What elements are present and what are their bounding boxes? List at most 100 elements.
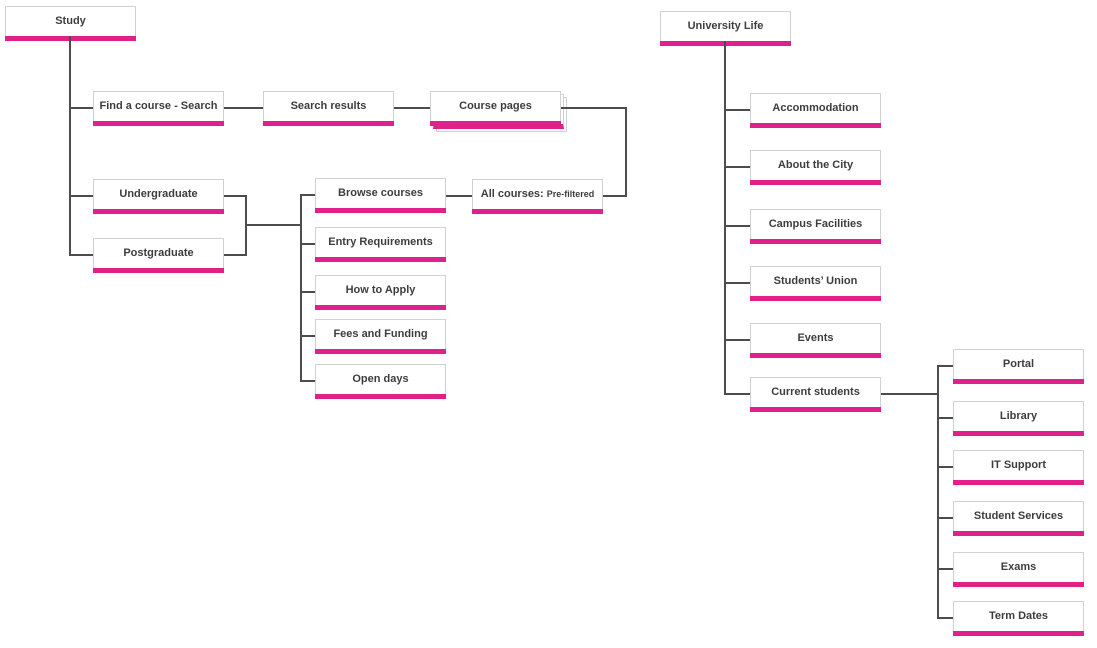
accent-bar <box>750 353 881 358</box>
node-library[interactable]: Library <box>953 401 1084 436</box>
node-about-the-city[interactable]: About the City <box>750 150 881 185</box>
accent-bar <box>750 180 881 185</box>
connector-line <box>394 107 430 109</box>
node-label: All courses: <box>480 188 544 200</box>
node-label: Study <box>55 15 86 27</box>
accent-bar <box>750 123 881 128</box>
connector-line <box>69 195 93 197</box>
node-label: Accommodation <box>772 102 859 114</box>
node-all-courses-prefiltered[interactable]: All courses: Pre-filtered <box>472 179 603 214</box>
node-accommodation[interactable]: Accommodation <box>750 93 881 128</box>
node-undergraduate[interactable]: Undergraduate <box>93 179 224 214</box>
node-label: Fees and Funding <box>333 328 428 340</box>
connector-line <box>724 339 750 341</box>
connector-line <box>937 466 953 468</box>
node-label: Portal <box>1002 358 1035 370</box>
accent-bar <box>430 121 561 126</box>
node-label: Campus Facilities <box>768 218 863 230</box>
node-fees-and-funding[interactable]: Fees and Funding <box>315 319 446 354</box>
node-postgraduate[interactable]: Postgraduate <box>93 238 224 273</box>
node-events[interactable]: Events <box>750 323 881 358</box>
connector-line <box>245 224 301 226</box>
node-label: Find a course - Search <box>99 100 218 112</box>
connector-line <box>937 417 953 419</box>
node-entry-requirements[interactable]: Entry Requirements <box>315 227 446 262</box>
connector-line <box>937 617 953 619</box>
node-find-course-search[interactable]: Find a course - Search <box>93 91 224 126</box>
node-open-days[interactable]: Open days <box>315 364 446 399</box>
accent-bar <box>315 257 446 262</box>
accent-bar <box>315 305 446 310</box>
node-label: University Life <box>687 20 764 32</box>
connector-line <box>881 393 938 395</box>
accent-bar <box>953 480 1084 485</box>
accent-bar <box>315 394 446 399</box>
node-how-to-apply[interactable]: How to Apply <box>315 275 446 310</box>
connector-line <box>300 291 315 293</box>
node-term-dates[interactable]: Term Dates <box>953 601 1084 636</box>
node-portal[interactable]: Portal <box>953 349 1084 384</box>
node-search-results[interactable]: Search results <box>263 91 394 126</box>
connector-line <box>300 335 315 337</box>
connector-line <box>625 107 627 197</box>
node-exams[interactable]: Exams <box>953 552 1084 587</box>
connector-line <box>69 36 71 256</box>
node-label: How to Apply <box>345 284 416 296</box>
accent-bar <box>315 349 446 354</box>
connector-line <box>561 107 627 109</box>
accent-bar <box>315 208 446 213</box>
connector-line <box>937 365 939 619</box>
connector-line <box>224 254 246 256</box>
connector-line <box>446 195 472 197</box>
node-label: Events <box>797 332 834 344</box>
node-label: Search results <box>290 100 367 112</box>
node-student-services[interactable]: Student Services <box>953 501 1084 536</box>
connector-line <box>300 380 315 382</box>
node-label: Student Services <box>973 510 1064 522</box>
node-course-pages[interactable]: Course pages <box>430 91 567 132</box>
accent-bar <box>953 531 1084 536</box>
accent-bar <box>953 431 1084 436</box>
connector-line <box>69 107 93 109</box>
connector-line <box>937 568 953 570</box>
accent-bar <box>93 268 224 273</box>
accent-bar <box>472 209 603 214</box>
accent-bar <box>263 121 394 126</box>
node-it-support[interactable]: IT Support <box>953 450 1084 485</box>
accent-bar <box>750 296 881 301</box>
node-label: Course pages <box>459 100 532 112</box>
node-current-students[interactable]: Current students <box>750 377 881 412</box>
connector-line <box>724 282 750 284</box>
connector-line <box>724 109 750 111</box>
node-label: Entry Requirements <box>328 236 433 248</box>
connector-line <box>300 243 315 245</box>
accent-bar <box>93 121 224 126</box>
connector-line <box>603 195 627 197</box>
node-label: Open days <box>352 373 409 385</box>
connector-line <box>300 194 315 196</box>
accent-bar <box>953 582 1084 587</box>
node-browse-courses[interactable]: Browse courses <box>315 178 446 213</box>
node-label: Undergraduate <box>119 188 198 200</box>
accent-bar <box>93 209 224 214</box>
accent-bar <box>750 407 881 412</box>
node-course-pages-front[interactable]: Course pages <box>430 91 561 126</box>
node-campus-facilities[interactable]: Campus Facilities <box>750 209 881 244</box>
node-label: About the City <box>777 159 854 171</box>
node-label: Library <box>999 410 1038 422</box>
connector-line <box>69 254 93 256</box>
node-students-union[interactable]: Students’ Union <box>750 266 881 301</box>
connector-line <box>224 195 246 197</box>
connector-line <box>937 365 953 367</box>
connector-line <box>724 225 750 227</box>
node-label: Exams <box>1000 561 1037 573</box>
accent-bar <box>953 631 1084 636</box>
connector-line <box>300 194 302 382</box>
connector-line <box>724 166 750 168</box>
node-label: Current students <box>771 386 860 398</box>
accent-bar <box>953 379 1084 384</box>
node-label: Postgraduate <box>123 247 194 259</box>
connector-line <box>724 393 750 395</box>
connector-line <box>937 517 953 519</box>
